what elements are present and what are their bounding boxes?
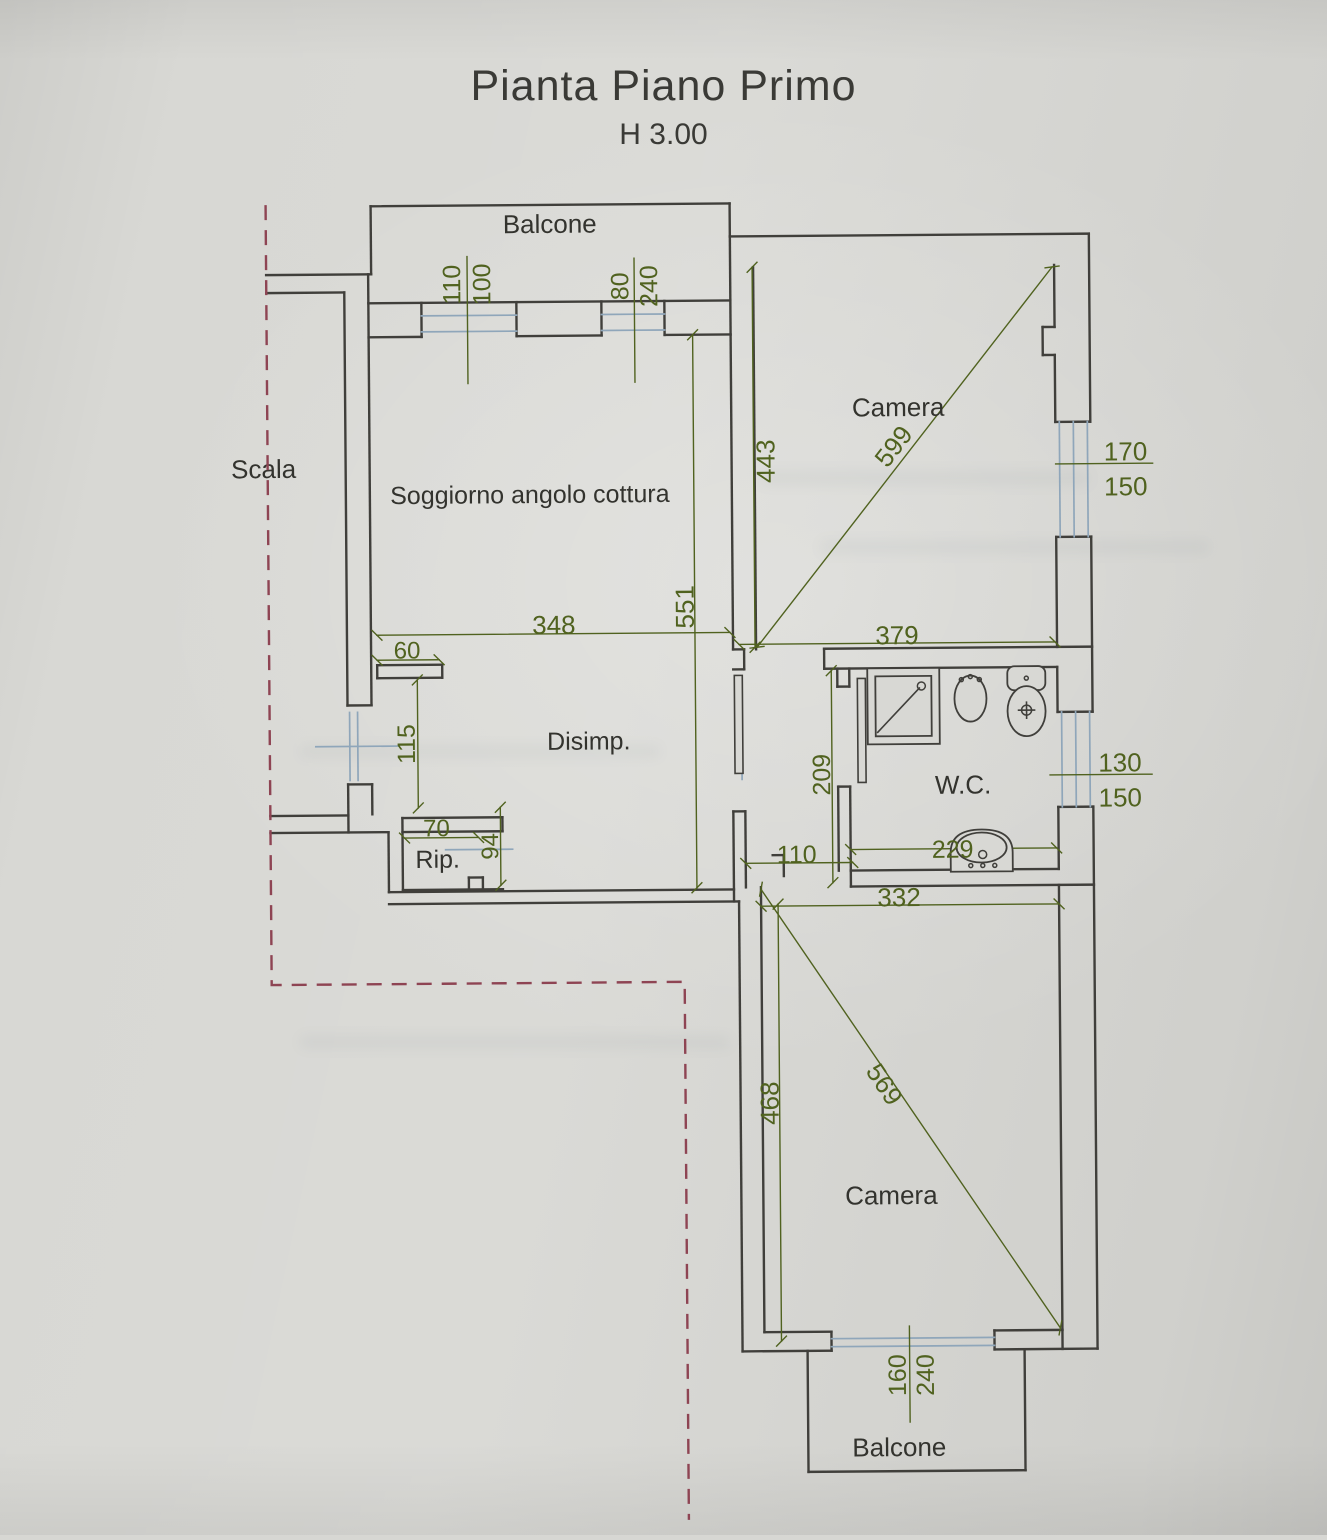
window-glazing-line (832, 1345, 995, 1346)
room-label-camera: Camera (852, 392, 945, 423)
wall-line (1093, 807, 1097, 1349)
wall-line (1056, 537, 1057, 647)
wall-line (344, 292, 347, 705)
dimension-label: 70 (423, 815, 450, 842)
window-glazing-line (1059, 422, 1060, 537)
window-glazing-line (422, 331, 517, 332)
wall-line (743, 1351, 832, 1352)
wall-line (368, 274, 371, 705)
wall-line (377, 678, 442, 679)
wall-line (994, 1330, 1062, 1331)
dimension-label: 130 (1098, 747, 1142, 777)
wall-line (402, 818, 403, 890)
wall-line (270, 815, 348, 816)
wall-line (368, 300, 730, 303)
wall-line (730, 234, 1089, 237)
wall-line (739, 901, 743, 1351)
dimension-label: 150 (1104, 471, 1148, 501)
wall-line (665, 334, 731, 335)
wall-line (1025, 1349, 1026, 1470)
wall-line (824, 647, 1092, 649)
dimension-label: 443 (750, 439, 780, 483)
room-label-disimp-: Disimp. (547, 727, 631, 756)
dimension-label: 332 (877, 882, 921, 912)
dimension-line (754, 267, 1055, 647)
wall-line (733, 811, 734, 901)
dimension-tick (1045, 266, 1059, 268)
wall-line (809, 1470, 1026, 1472)
wall-line (371, 203, 730, 206)
dimension-label: 569 (860, 1058, 909, 1111)
wall-line (838, 787, 839, 871)
room-label-camera: Camera (845, 1180, 938, 1211)
wall-line (764, 1332, 831, 1333)
window-glazing-line (421, 315, 516, 316)
wall-line (995, 1349, 1098, 1350)
wall-line (808, 1351, 809, 1472)
wall-line (403, 889, 503, 890)
dimension-label: 348 (532, 610, 576, 640)
dimension-label: 150 (1098, 782, 1142, 812)
wall-line (1059, 885, 1062, 1330)
window-glazing-line (1090, 712, 1091, 807)
wall-line (517, 335, 602, 336)
wall-line (389, 901, 739, 904)
dimension-label: 94 (477, 833, 504, 860)
wall-line (371, 206, 372, 274)
dimension-label: 240 (912, 1354, 940, 1396)
wall-line (402, 831, 502, 832)
dimension-label: 379 (875, 620, 919, 650)
wall-line (745, 811, 746, 887)
window-glazing-line (831, 1337, 994, 1338)
wall-line (266, 292, 344, 293)
dimension-label: 551 (670, 585, 700, 629)
room-label-w-c-: W.C. (935, 769, 992, 799)
dimension-label: 115 (393, 724, 421, 764)
wall-line (1091, 537, 1092, 712)
dimension-label: 468 (754, 1081, 784, 1125)
dimension-tick (750, 646, 764, 648)
room-label-rip-: Rip. (415, 846, 460, 874)
wall-line (1089, 234, 1090, 422)
dimension-label: 80 (606, 272, 634, 300)
room-label-balcone: Balcone (503, 209, 597, 240)
wall-line (730, 236, 733, 649)
wall-line (850, 787, 851, 871)
wall-line (1055, 355, 1056, 422)
dimension-label: 160 (884, 1354, 912, 1396)
shower-inner (875, 676, 931, 736)
wall-line (402, 817, 502, 818)
room-label-soggiorno-angolo-cottura: Soggiorno angolo cottura (390, 480, 670, 510)
wall-line (266, 274, 371, 275)
dimension-label: 100 (468, 263, 496, 305)
dimension-label: 170 (1104, 436, 1148, 466)
window-glazing-line (1087, 422, 1088, 537)
dimension-label: 209 (808, 754, 836, 796)
window-glazing-line (316, 746, 398, 747)
door-leaf (857, 678, 866, 782)
dimension-label: 599 (868, 420, 918, 473)
window-glazing-line (1076, 712, 1077, 807)
bidet-bowl (954, 675, 986, 721)
window-glazing-line (1073, 422, 1074, 537)
window-glazing-line (1062, 712, 1063, 807)
room-label-scala: Scala (231, 454, 297, 485)
wall-line (377, 665, 442, 666)
dimension-label: 229 (932, 836, 974, 864)
property-boundary-dashed-line (266, 202, 689, 1523)
room-label-balcone: Balcone (852, 1432, 946, 1463)
dimension-label: 60 (394, 637, 421, 664)
dimension-label: 240 (635, 265, 663, 307)
door-leaf (734, 675, 743, 773)
dimension-label: 110 (777, 841, 817, 869)
dimension-label: 110 (438, 265, 466, 305)
wall-line (271, 832, 389, 833)
dimension-line (761, 887, 1060, 1330)
